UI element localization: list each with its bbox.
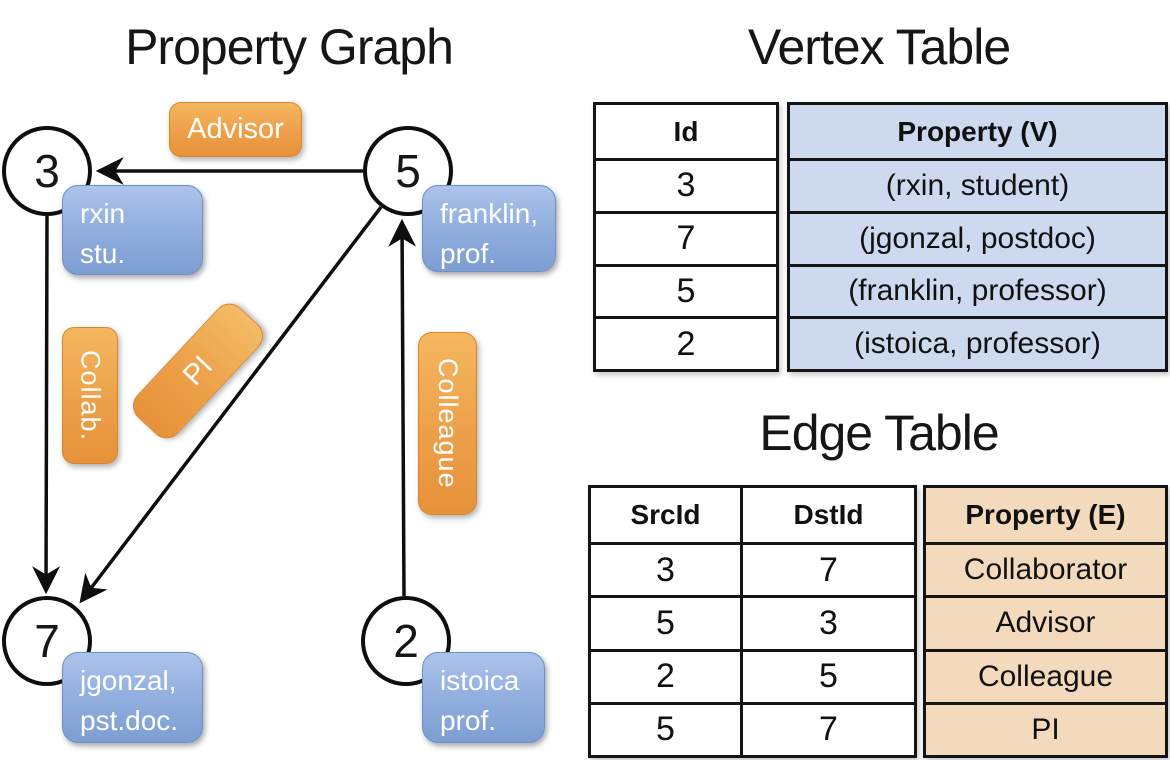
edge-table-title: Edge Table	[759, 405, 999, 461]
edge-srcid-cell: 2	[591, 648, 740, 702]
node-label-istoica-line1: istoica	[440, 665, 520, 696]
vertex-id-cell: 7	[596, 210, 776, 264]
node-label-istoica: istoica prof.	[422, 652, 545, 743]
edge-property-cell: Advisor	[926, 595, 1165, 648]
edge-label-colleague-text: Colleague	[433, 358, 463, 489]
vertex-property-cell: (jgonzal, postdoc)	[790, 210, 1165, 264]
edge-dstid-cell: 3	[740, 595, 914, 649]
node-label-jgonzal: jgonzal, pst.doc.	[62, 652, 203, 743]
graph-edges	[32, 157, 417, 604]
edge-label-collab-text: Collab.	[75, 349, 106, 442]
node-circle-2: 2	[361, 596, 451, 686]
vertex-table-property-column: Property (V) (rxin, student) (jgonzal, p…	[787, 102, 1168, 372]
edge-pi-line	[79, 205, 383, 604]
edge-table-property-column: Property (E) Collaborator Advisor Collea…	[923, 485, 1168, 758]
node-label-rxin-line1: rxin	[80, 198, 126, 229]
vertex-id-header: Id	[673, 115, 699, 147]
edge-table-src-dst-columns: SrcId DstId 3 7 5 3 2 5 5 7	[588, 485, 917, 758]
vertex-property-cell: (franklin, professor)	[790, 263, 1165, 317]
vertex-id-cell: 2	[596, 316, 776, 369]
property-graph-title: Property Graph	[125, 19, 454, 75]
edge-property-header: Property (E)	[965, 499, 1126, 530]
edge-property-cell: PI	[926, 701, 1165, 755]
vertex-id-cell: 5	[596, 263, 776, 317]
node-label-rxin-line2: stu.	[80, 237, 126, 269]
node-label-rxin: rxin stu.	[62, 185, 203, 275]
edge-collab-line	[32, 215, 61, 595]
edge-dstid-cell: 5	[740, 648, 914, 702]
node-id-5: 5	[395, 145, 421, 197]
node-label-franklin-line1: franklin,	[440, 198, 539, 229]
edge-label-advisor-text: Advisor	[187, 113, 284, 145]
edge-colleague-line	[388, 218, 417, 597]
vertex-table-title: Vertex Table	[747, 19, 1011, 75]
vertex-property-cell: (istoica, professor)	[790, 316, 1165, 369]
edge-dstid-cell: 7	[740, 542, 914, 596]
edge-srcid-cell: 5	[591, 701, 740, 755]
edge-label-colleague: Colleague	[418, 332, 477, 515]
edge-dstid-cell: 7	[740, 701, 914, 755]
node-id-7: 7	[34, 615, 60, 667]
edge-property-cell: Collaborator	[926, 542, 1165, 595]
edge-property-cell: Colleague	[926, 648, 1165, 702]
edge-srcid-cell: 3	[591, 542, 740, 595]
node-circle-5: 5	[363, 126, 453, 216]
vertex-property-header: Property (V)	[897, 115, 1058, 147]
vertex-table-id-column: Id 3 7 5 2	[593, 102, 779, 372]
node-label-franklin-line2: prof.	[440, 237, 497, 269]
edge-dstid-header: DstId	[740, 488, 914, 542]
node-id-2: 2	[393, 615, 419, 667]
edge-srcid-header: SrcId	[630, 499, 701, 530]
edge-label-pi-text: PI	[176, 349, 219, 392]
node-label-istoica-line2: prof.	[440, 704, 497, 736]
node-label-jgonzal-line2: pst.doc.	[80, 704, 179, 736]
edge-srcid-cell: 5	[591, 595, 740, 648]
vertex-id-cell: 3	[596, 158, 776, 211]
edge-label-advisor: Advisor	[169, 102, 302, 157]
node-id-3: 3	[34, 145, 60, 197]
vertex-property-cell: (rxin, student)	[790, 158, 1165, 211]
node-label-franklin: franklin, prof.	[422, 185, 556, 272]
edge-label-collab: Collab.	[62, 327, 118, 464]
node-label-jgonzal-line1: jgonzal,	[80, 665, 177, 696]
